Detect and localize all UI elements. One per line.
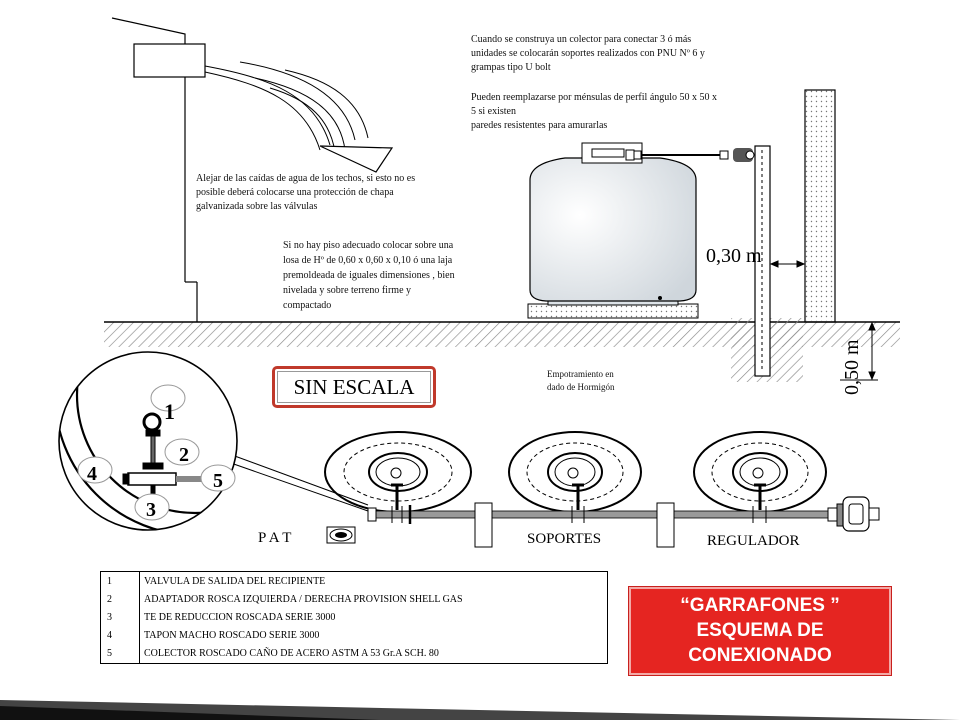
legend-num: 3 (100, 608, 140, 627)
detail-number-2: 2 (179, 444, 189, 466)
title-line: CONEXIONADO (688, 645, 832, 666)
supports-label: SOPORTES (527, 531, 601, 547)
roof-water-flow (204, 61, 369, 153)
collector-note-line: Cuando se construya un colector para con… (471, 34, 692, 45)
floor-note-line: losa de Hº de 0,60 x 0,60 x 0,10 ó una l… (283, 255, 453, 266)
pat-label: P A T (258, 530, 291, 546)
floor-note: Si no hay piso adecuado colocar sobre un… (283, 238, 455, 313)
collector-note-line: unidades se colocarán soportes realizado… (471, 48, 705, 59)
scale-label: SIN ESCALA (272, 366, 436, 408)
title-box: “GARRAFONES ” ESQUEMA DE CONEXIONADO (629, 587, 891, 675)
roof-note-line: Alejar de las caídas de agua de los tech… (196, 173, 416, 184)
ground-connection-icon (326, 526, 356, 544)
roof-note-line: galvanizada sobre las válvulas (196, 201, 318, 212)
slide-accent-bar (0, 700, 960, 720)
title-line: “GARRAFONES ” (680, 595, 840, 616)
embedding-note-line: dado de Hormigón (547, 382, 615, 392)
detail-number-4: 4 (87, 463, 97, 485)
bracket-note-line: Pueden reemplazarse por ménsulas de perf… (471, 92, 718, 103)
collector-note: Cuando se construya un colector para con… (471, 33, 705, 75)
floor-note-line: Si no hay piso adecuado colocar sobre un… (283, 240, 454, 251)
support-post (754, 145, 771, 377)
roof-note-line: posible deberá colocarse una protección … (196, 187, 394, 198)
detail-number-1: 1 (164, 399, 175, 424)
floor-note-line: compactado (283, 300, 332, 311)
valve-risers (391, 483, 766, 510)
dimension-width-label: 0,30 m (706, 245, 762, 267)
protection-sheet (319, 145, 394, 173)
concrete-slab (527, 303, 699, 319)
floor-note-line: premoldeada de iguales dimensiones , bie… (283, 270, 455, 281)
legend-text: COLECTOR ROSCADO CAÑO DE ACERO ASTM A 53… (144, 648, 439, 660)
detail-number-3: 3 (146, 499, 156, 521)
collector-note-line: grampas tipo U bolt (471, 62, 551, 73)
right-wall (804, 89, 836, 323)
floor-note-line: nivelada y sobre terreno firme y (283, 285, 412, 296)
detail-callout (58, 351, 369, 531)
dimension-depth-label: 0,50 m (841, 339, 863, 395)
embedding-note-line: Empotramiento en (547, 369, 614, 379)
regulator (827, 496, 880, 532)
legend-num: 1 (100, 571, 140, 591)
valve-connection (625, 148, 755, 162)
cylinder-plan-2 (508, 431, 642, 513)
legend-text: TE DE REDUCCION ROSCADA SERIE 3000 (144, 611, 336, 623)
table-row: 1 VALVULA DE SALIDA DEL RECIPIENTE (100, 571, 608, 591)
parts-legend: 1 VALVULA DE SALIDA DEL RECIPIENTE 2 ADAPT… (100, 571, 608, 664)
legend-num: 2 (100, 590, 140, 609)
collector-supports (474, 502, 675, 548)
ground (104, 318, 900, 382)
table-row: 3 TE DE REDUCCION ROSCADA SERIE 3000 (100, 608, 608, 627)
building-wall (111, 17, 206, 322)
dimension-width (769, 260, 806, 268)
embedding-note: Empotramiento en dado de Hormigón (547, 368, 615, 394)
bracket-note-line: 5 si existen (471, 106, 516, 117)
bracket-note-line: paredes resistentes para amurarlas (471, 120, 608, 131)
table-row: 5 COLECTOR ROSCADO CAÑO DE ACERO ASTM A 5… (100, 644, 608, 664)
legend-text: ADAPTADOR ROSCA IZQUIERDA / DERECHA PROV… (144, 593, 463, 605)
detail-number-5: 5 (213, 470, 223, 492)
title-line: ESQUEMA DE (696, 620, 824, 641)
table-row: 4 TAPON MACHO ROSCADO SERIE 3000 (100, 626, 608, 645)
collector-pipe (367, 505, 833, 524)
legend-text: TAPON MACHO ROSCADO SERIE 3000 (144, 630, 320, 642)
roof-note: Alejar de las caídas de agua de los tech… (196, 172, 415, 214)
bracket-note: Pueden reemplazarse por ménsulas de perf… (471, 91, 717, 133)
dimension-depth (840, 321, 878, 381)
table-row: 2 ADAPTADOR ROSCA IZQUIERDA / DERECHA PRO… (100, 590, 608, 609)
regulator-label: REGULADOR (707, 533, 800, 549)
legend-num: 5 (100, 644, 140, 664)
gas-cylinder (529, 142, 697, 306)
legend-text: VALVULA DE SALIDA DEL RECIPIENTE (144, 575, 326, 587)
legend-num: 4 (100, 626, 140, 645)
